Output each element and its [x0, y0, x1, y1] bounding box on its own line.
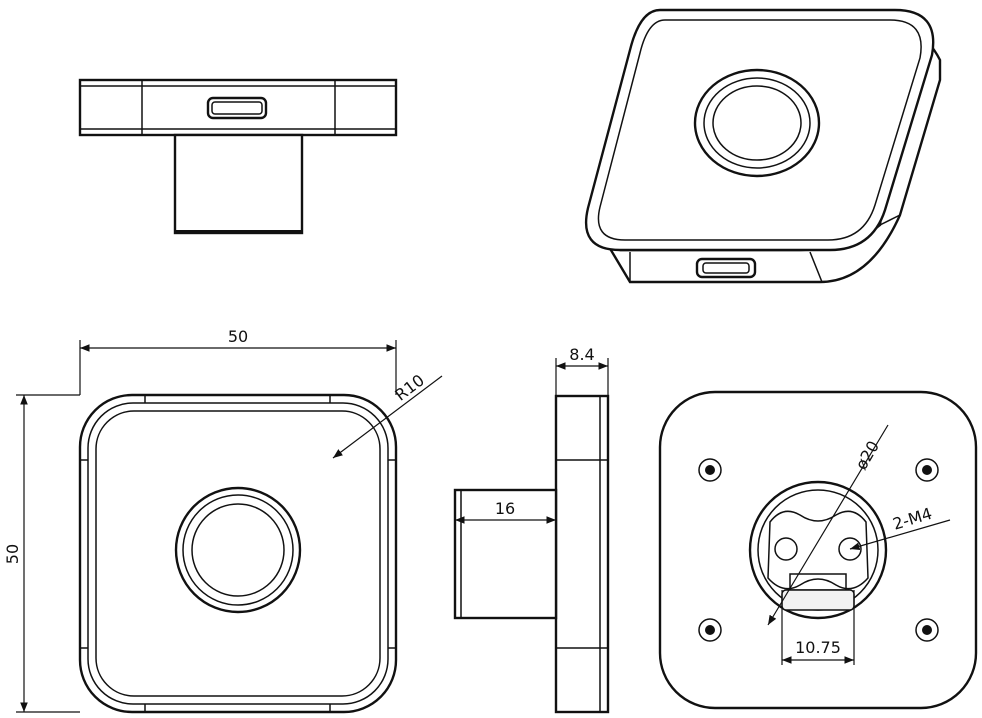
corner-radius-label: R10	[391, 371, 428, 405]
screw-hole	[915, 618, 939, 642]
usb-port-slot-iso	[695, 257, 757, 279]
thickness-label: 8.4	[569, 345, 594, 364]
front-view: 50 50 R10	[3, 327, 443, 714]
screw-hole	[915, 458, 939, 482]
shaft-length-label: 16	[495, 499, 515, 518]
usb-port-slot-top	[206, 96, 268, 120]
dimension-width-label: 50	[228, 327, 248, 346]
top-view	[78, 78, 398, 235]
dimension-height-label: 50	[3, 544, 22, 564]
screw-hole	[698, 618, 722, 642]
isometric-view	[584, 8, 942, 284]
slot-width-label: 10.75	[795, 638, 841, 657]
back-view: 10.75 ø20 2-M4	[658, 390, 978, 710]
side-view: 8.4 16	[453, 345, 610, 714]
screw-hole	[698, 458, 722, 482]
